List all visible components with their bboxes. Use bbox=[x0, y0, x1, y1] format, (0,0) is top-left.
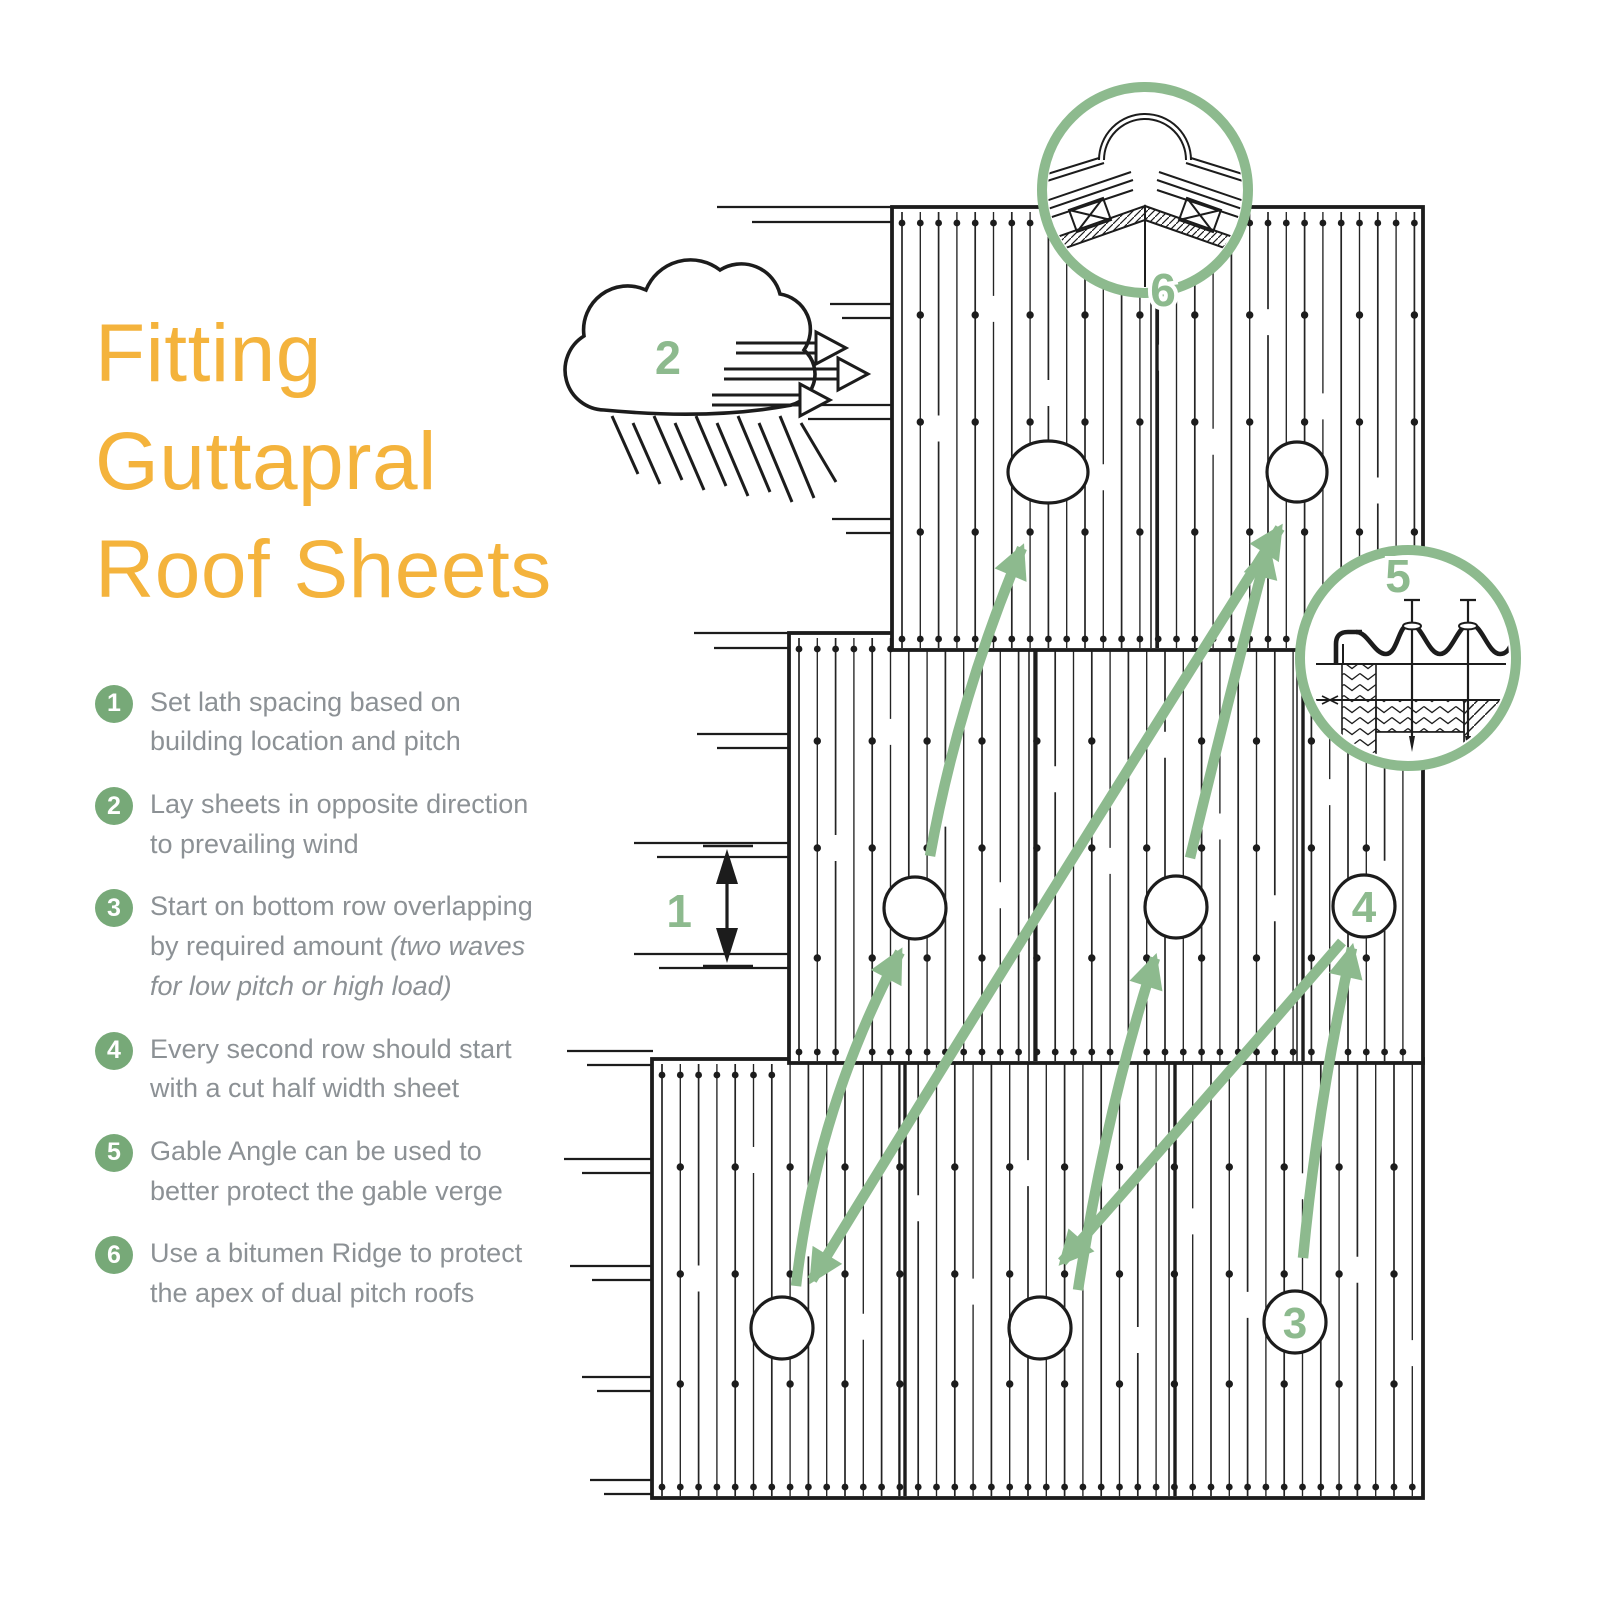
step-item-1: 1 Set lath spacing based on building loc… bbox=[95, 683, 595, 762]
step-number-badge: 1 bbox=[95, 684, 133, 723]
step-number-badge: 6 bbox=[95, 1236, 133, 1275]
step-item-2: 2 Lay sheets in opposite direction to pr… bbox=[95, 785, 595, 864]
ridge-callout-ring bbox=[1037, 82, 1253, 298]
step-item-6: 6 Use a bitumen Ridge to protect the ape… bbox=[95, 1234, 595, 1313]
step-text: Start on bottom row overlapping by requi… bbox=[150, 891, 533, 1001]
step-text: Use a bitumen Ridge to protect the apex … bbox=[150, 1238, 523, 1308]
marker-mid-left bbox=[882, 875, 948, 941]
marker-top-right bbox=[1265, 440, 1329, 504]
title-line-2: Guttapral bbox=[95, 416, 437, 508]
step-text: Lay sheets in opposite direction to prev… bbox=[150, 789, 529, 859]
gable-angle-detail-label: 5 bbox=[1385, 550, 1411, 602]
marker-top-left bbox=[1006, 439, 1090, 505]
marker-bottom-middle bbox=[1007, 1295, 1073, 1361]
step-text: Set lath spacing based on building locat… bbox=[150, 686, 461, 757]
step-text: Gable Angle can be used to better protec… bbox=[150, 1135, 503, 1206]
wind-cloud-icon: 2 bbox=[563, 258, 872, 503]
ridge-detail-callout: 6 bbox=[1037, 82, 1253, 320]
lath-spacing-label: 1 bbox=[666, 885, 692, 937]
marker-mid-middle bbox=[1143, 874, 1209, 940]
marker-first-sheet bbox=[1262, 1289, 1328, 1355]
page-title: Fitting Guttapral Roof Sheets bbox=[95, 300, 595, 625]
step-number-badge: 3 bbox=[95, 889, 133, 928]
step-text: Every second row should start with a cut… bbox=[150, 1033, 512, 1104]
marker-bottom-left bbox=[749, 1295, 815, 1361]
fitting-steps-list: 1 Set lath spacing based on building loc… bbox=[95, 683, 595, 1314]
first-sheet-label: 3 bbox=[1283, 1299, 1307, 1348]
marker-half-sheet bbox=[1331, 873, 1397, 939]
laying-sequence-arrows bbox=[790, 523, 1363, 1291]
step-number-badge: 4 bbox=[95, 1031, 133, 1070]
step-item-4: 4 Every second row should start with a c… bbox=[95, 1030, 595, 1109]
title-line-3: Roof Sheets bbox=[95, 524, 552, 616]
title-line-1: Fitting bbox=[95, 308, 322, 399]
fixing-point-markers: 4 3 bbox=[749, 439, 1397, 1361]
text-column: Fitting Guttapral Roof Sheets 1 Set lath… bbox=[95, 300, 595, 1337]
step-item-5: 5 Gable Angle can be used to better prot… bbox=[95, 1132, 595, 1211]
lath-spacing-dimension: 1 bbox=[666, 844, 753, 968]
step-item-3: 3 Start on bottom row overlapping by req… bbox=[95, 887, 595, 1006]
wind-direction-label: 2 bbox=[655, 331, 681, 384]
bitumen-ridge-detail-label: 6 bbox=[1150, 264, 1176, 316]
half-width-sheet-label: 4 bbox=[1352, 883, 1377, 932]
step-number-badge: 2 bbox=[95, 787, 133, 826]
step-number-badge: 5 bbox=[95, 1133, 133, 1172]
